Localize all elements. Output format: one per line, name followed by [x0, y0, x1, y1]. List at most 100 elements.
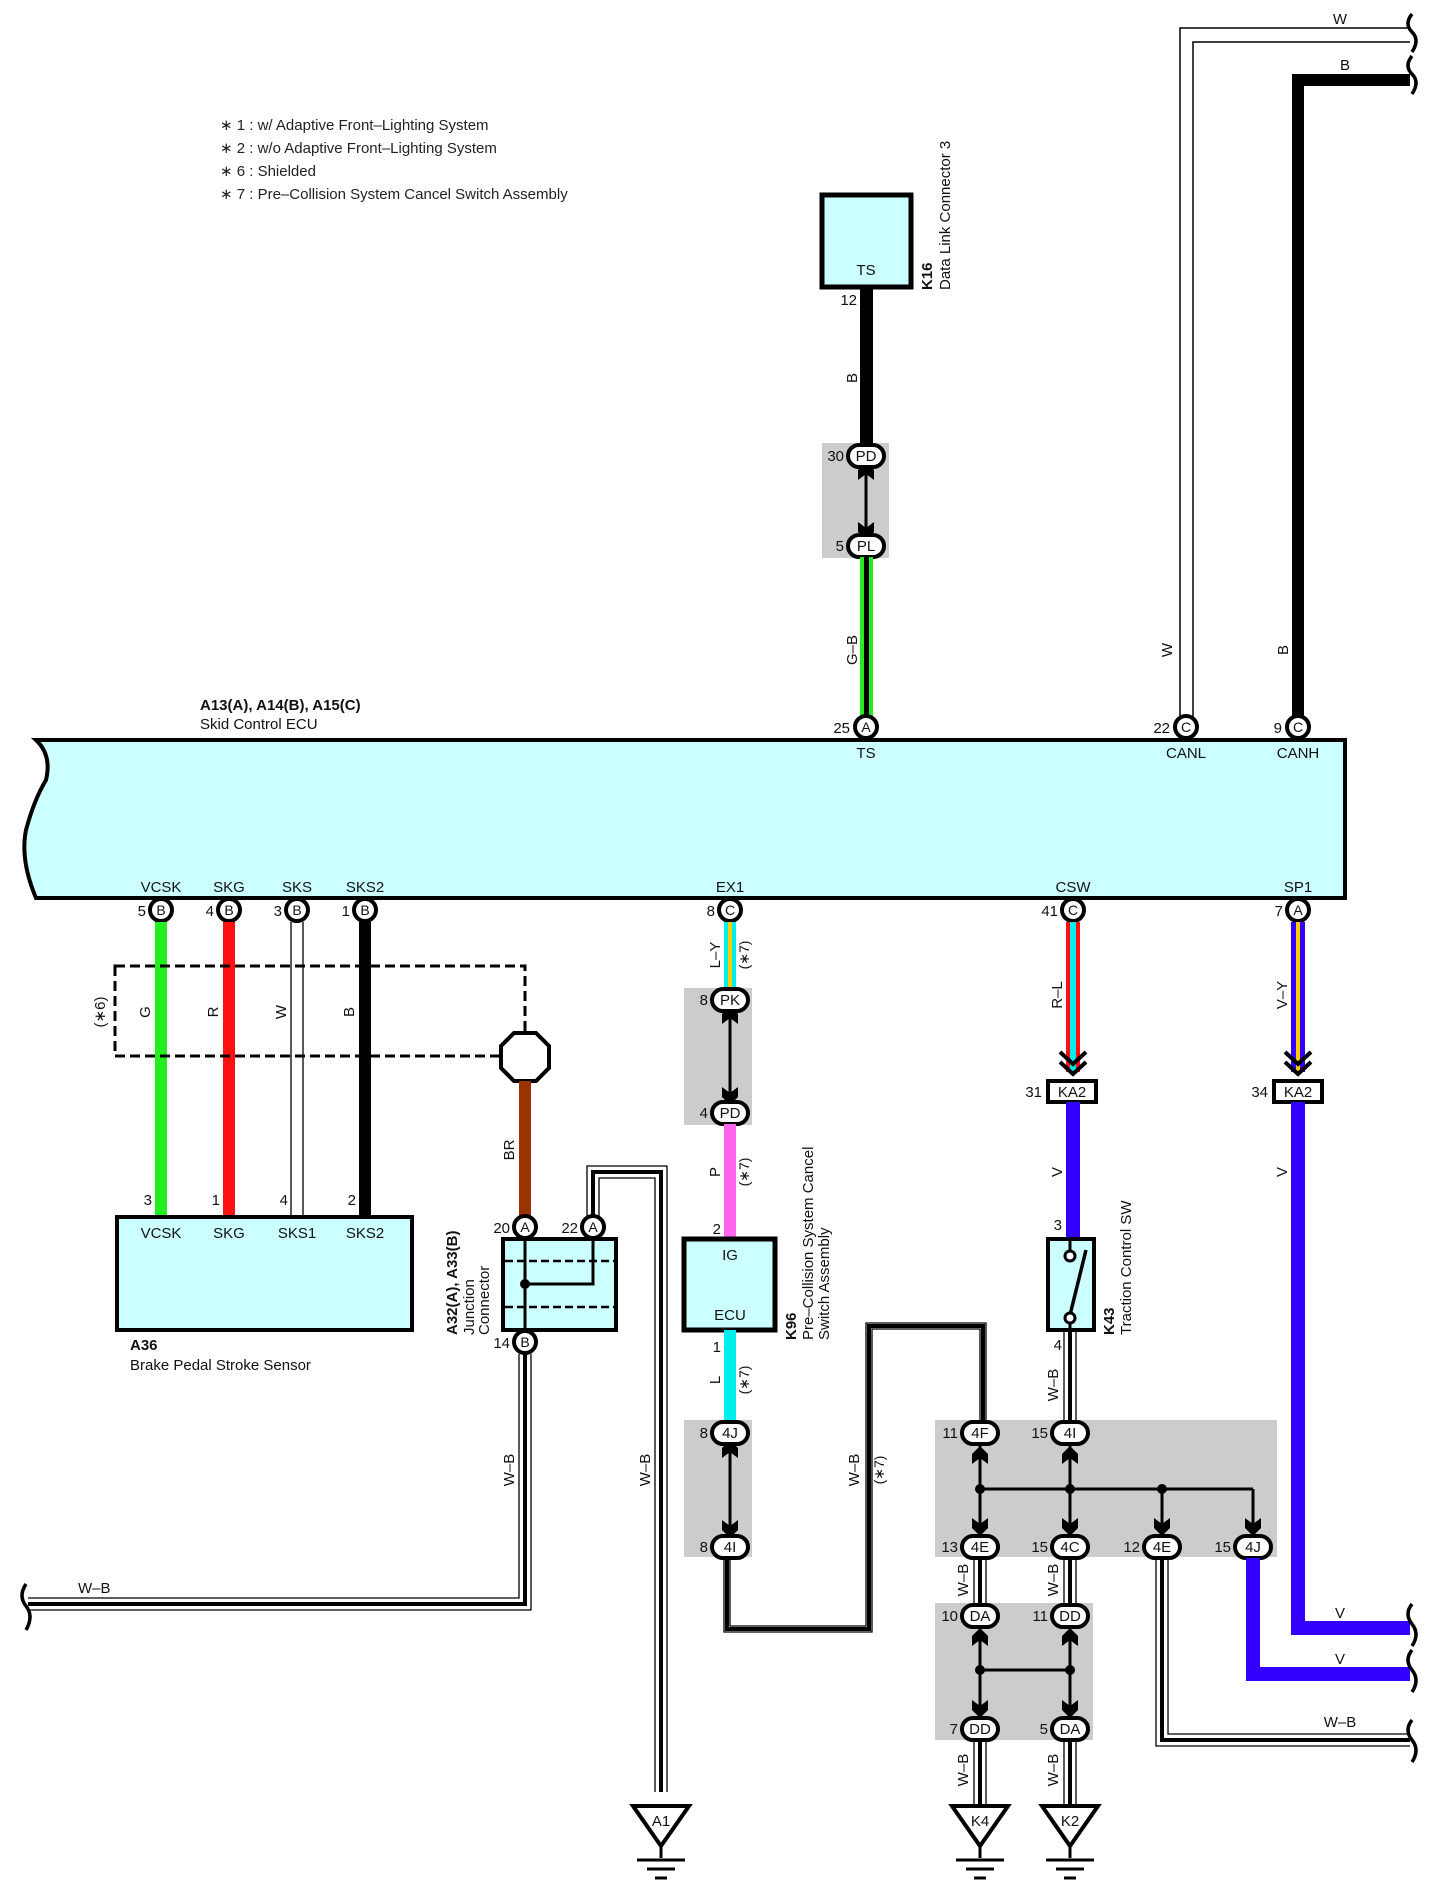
- k16-code: K16: [919, 262, 936, 290]
- svg-text:34: 34: [1251, 1084, 1268, 1101]
- label-wire-wb-exit: W–B: [1324, 1714, 1357, 1731]
- ecu-pin-canh: C 9 CANH: [1274, 714, 1320, 762]
- svg-text:KA2: KA2: [1284, 1084, 1312, 1101]
- svg-text:B: B: [360, 902, 369, 918]
- svg-text:25: 25: [833, 720, 850, 737]
- label-top-b: B: [1340, 57, 1350, 74]
- k43-name: Traction Control SW: [1118, 1200, 1135, 1335]
- ecu-pin-canl: C 22 CANL: [1153, 714, 1206, 762]
- k96-ecu-label: ECU: [714, 1307, 746, 1324]
- wire-b: [359, 922, 371, 1216]
- svg-text:4E: 4E: [971, 1539, 989, 1556]
- connector-4j-8: 4J 8: [700, 1420, 750, 1446]
- svg-text:A: A: [1293, 902, 1303, 918]
- svg-text:1: 1: [342, 903, 350, 920]
- arrow-down-icon: [972, 1518, 988, 1536]
- svg-text:SKS: SKS: [282, 879, 312, 896]
- svg-text:1: 1: [212, 1192, 220, 1209]
- svg-text:PD: PD: [720, 1105, 741, 1122]
- svg-text:12: 12: [1123, 1539, 1140, 1556]
- svg-text:8: 8: [700, 1539, 708, 1556]
- k43-pin-3: 3: [1054, 1217, 1062, 1234]
- arrow-down-icon: [1062, 1700, 1078, 1718]
- shield-outline: [113, 964, 527, 1058]
- wire-wb-4e-da: [973, 1558, 987, 1606]
- k16-name: Data Link Connector 3: [937, 141, 954, 290]
- wire-l-y: [724, 922, 736, 997]
- svg-text:2: 2: [348, 1192, 356, 1209]
- connector-dd-7: DD7: [950, 1716, 1000, 1742]
- skid-control-ecu-box: [22, 738, 1347, 900]
- ground-a1-icon: A1: [629, 1804, 693, 1880]
- arrow-down-icon: [1283, 1050, 1313, 1077]
- note-2: ∗ 2 : w/o Adaptive Front–Lighting System: [220, 140, 497, 157]
- label-note-7: (∗7): [736, 1158, 752, 1187]
- label-wire-v2-exit: V: [1335, 1651, 1345, 1668]
- k96-name-1: Pre–Collision System Cancel: [800, 1147, 817, 1340]
- svg-text:PL: PL: [857, 538, 875, 555]
- wire-break-icon: [1406, 1602, 1418, 1763]
- svg-text:SKS2: SKS2: [346, 879, 384, 896]
- label-wire-wb-return: W–B: [846, 1454, 863, 1487]
- wire-v-4j: [1246, 1558, 1410, 1681]
- svg-text:C: C: [1293, 719, 1303, 735]
- connector-4i-8: 4I 8: [700, 1534, 750, 1560]
- connector-ka2-31: KA2 31: [1025, 1079, 1098, 1104]
- wire-wb-k4: [973, 1740, 987, 1808]
- label-wire-v-y: V–Y: [1274, 981, 1291, 1009]
- svg-text:4: 4: [206, 903, 214, 920]
- connector-pk-8: PK 8: [700, 987, 750, 1013]
- svg-text:PK: PK: [720, 992, 740, 1009]
- switch-contact-icon: [1068, 1249, 1088, 1316]
- k43-pin-4: 4: [1054, 1337, 1062, 1354]
- k96-pin-2: 2: [713, 1221, 721, 1238]
- connector-pl-5: PL 5: [836, 533, 886, 559]
- svg-text:CANH: CANH: [1277, 745, 1320, 762]
- ground-k4-icon: K4: [948, 1804, 1012, 1880]
- svg-text:SKG: SKG: [213, 1225, 245, 1242]
- k96-name-2: Switch Assembly: [816, 1227, 833, 1340]
- label-wire-wb-k43: W–B: [1045, 1369, 1062, 1402]
- svg-text:VCSK: VCSK: [141, 879, 182, 896]
- connector-da-5: DA5: [1040, 1716, 1090, 1742]
- wire-v-y: [1291, 922, 1305, 1072]
- svg-text:11: 11: [1032, 1608, 1048, 1625]
- label-wire-wb-left: W–B: [955, 1564, 972, 1597]
- svg-text:B: B: [520, 1334, 529, 1350]
- svg-text:TS: TS: [856, 745, 875, 762]
- wire-wb-k43: [1063, 1330, 1077, 1422]
- svg-text:11: 11: [942, 1425, 958, 1442]
- wire-wb-4c-dd: [1063, 1558, 1077, 1606]
- svg-text:A: A: [520, 1219, 530, 1235]
- connector-ka2-34: KA2 34: [1251, 1079, 1324, 1104]
- svg-text:8: 8: [700, 992, 708, 1009]
- svg-text:4: 4: [280, 1192, 288, 1209]
- arrow-down-icon: [1154, 1518, 1170, 1536]
- label-wire-g: G: [137, 1006, 154, 1018]
- wire-r-l: [1066, 922, 1080, 1072]
- svg-text:30: 30: [827, 448, 844, 465]
- connector-4e-13: 4E 13: [941, 1534, 1000, 1560]
- svg-text:22: 22: [561, 1220, 578, 1237]
- svg-text:7: 7: [1275, 903, 1283, 920]
- wire-v-csw: [1066, 1102, 1080, 1239]
- wire-g-b: [860, 557, 873, 717]
- a36-box: [115, 1215, 414, 1332]
- svg-text:EX1: EX1: [716, 879, 744, 896]
- label-note-7: (∗7): [871, 1456, 887, 1485]
- svg-text:13: 13: [941, 1539, 958, 1556]
- wire-wb-4e-right: [1155, 1558, 1410, 1747]
- wire-wb-return: [723, 1322, 987, 1633]
- svg-text:4I: 4I: [1064, 1425, 1077, 1442]
- arrow-up-icon: [1062, 1446, 1078, 1464]
- svg-text:SKS1: SKS1: [278, 1225, 316, 1242]
- legend-notes: ∗ 1 : w/ Adaptive Front–Lighting System …: [220, 114, 568, 206]
- wire-p: [724, 1124, 736, 1239]
- svg-text:7: 7: [950, 1721, 958, 1738]
- svg-text:SP1: SP1: [1284, 879, 1312, 896]
- svg-text:4: 4: [700, 1105, 708, 1122]
- arrow-up-icon: [1062, 1628, 1078, 1646]
- svg-text:15: 15: [1031, 1539, 1048, 1556]
